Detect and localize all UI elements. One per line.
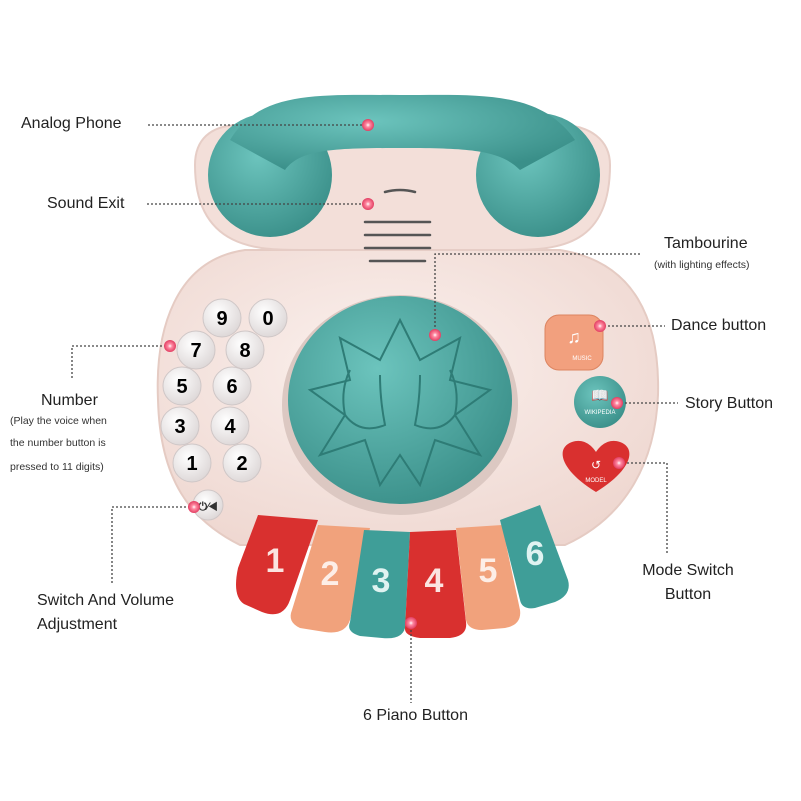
tambourine-pad[interactable] [282,295,518,515]
label-number-note-1: (Play the voice when [10,415,107,427]
svg-text:8: 8 [239,340,250,362]
piano-key-1[interactable]: 1 [236,515,318,615]
piano-keys: 1 2 3 4 5 6 [236,505,569,639]
wikipedia-story-button[interactable]: 📖 WIKIPEDIA [574,376,626,428]
svg-text:9: 9 [216,308,227,330]
number-key-4[interactable]: 4 [210,406,250,446]
label-sound-exit: Sound Exit [47,195,125,212]
label-mode-switch-2: Button [664,586,712,603]
marker-mode [613,457,625,469]
svg-text:3: 3 [174,416,185,438]
label-piano: 6 Piano Button [363,707,468,724]
number-key-1[interactable]: 1 [172,443,212,483]
svg-text:MODEL: MODEL [585,478,607,484]
svg-text:2: 2 [321,555,340,593]
svg-text:4: 4 [224,416,236,438]
label-story-button: Story Button [685,395,774,412]
number-key-3[interactable]: 3 [160,406,200,446]
marker-number [164,340,176,352]
piano-key-2[interactable]: 2 [290,525,370,633]
svg-text:5: 5 [479,552,498,590]
piano-key-6[interactable]: 6 [500,505,569,609]
label-mode-switch-1: Mode Switch [642,562,734,579]
marker-sound-exit [362,198,374,210]
svg-text:⏻⁄◀: ⏻⁄◀ [198,500,218,513]
marker-analog-phone [362,119,374,131]
number-key-0[interactable]: 0 [248,298,288,338]
svg-text:7: 7 [190,340,201,362]
svg-text:2: 2 [236,453,247,475]
model-heart-button[interactable]: ↺ MODEL [562,440,630,492]
label-switch-volume-1: Switch And Volume [37,592,174,609]
label-tambourine-note: (with lighting effects) [654,259,750,271]
label-number-note-3: pressed to 11 digits) [10,461,104,473]
svg-text:4: 4 [425,562,444,600]
svg-text:♫: ♫ [567,327,581,347]
handset[interactable] [208,94,600,237]
speaker-grill [363,188,432,263]
svg-text:1: 1 [266,542,285,580]
label-dance-button: Dance button [671,317,767,334]
label-switch-volume-2: Adjustment [37,616,118,633]
svg-text:5: 5 [176,376,187,398]
svg-text:WIKIPEDIA: WIKIPEDIA [584,410,615,416]
piano-key-5[interactable]: 5 [456,525,521,630]
music-dance-button[interactable]: ♫ MUSIC [544,314,604,371]
svg-text:6: 6 [226,376,237,398]
marker-tambourine [429,329,441,341]
svg-text:6: 6 [526,535,545,573]
label-number-note-2: the number button is [10,437,106,449]
piano-key-3[interactable]: 3 [349,530,410,639]
number-key-5[interactable]: 5 [162,366,202,406]
number-key-2[interactable]: 2 [222,443,262,483]
svg-text:3: 3 [372,562,391,600]
marker-dance [594,320,606,332]
number-key-6[interactable]: 6 [212,366,252,406]
svg-text:0: 0 [262,308,273,330]
number-keypad: 9 0 7 8 5 6 3 4 1 2 [160,298,288,483]
power-volume-switch[interactable]: ⏻⁄◀ [192,489,224,521]
number-key-8[interactable]: 8 [225,330,265,370]
marker-story [611,397,623,409]
svg-text:↺: ↺ [591,458,601,472]
marker-switch [188,501,200,513]
piano-key-4[interactable]: 4 [404,530,467,638]
svg-text:📖: 📖 [591,387,608,403]
marker-piano [405,617,417,629]
callout-lines [71,124,678,703]
number-key-7[interactable]: 7 [176,330,216,370]
label-analog-phone: Analog Phone [21,115,122,132]
number-key-9[interactable]: 9 [202,298,242,338]
svg-text:1: 1 [186,453,197,475]
label-tambourine: Tambourine [664,235,748,252]
label-number: Number [41,392,98,409]
svg-text:MUSIC: MUSIC [572,356,592,362]
callout-markers [164,119,625,629]
